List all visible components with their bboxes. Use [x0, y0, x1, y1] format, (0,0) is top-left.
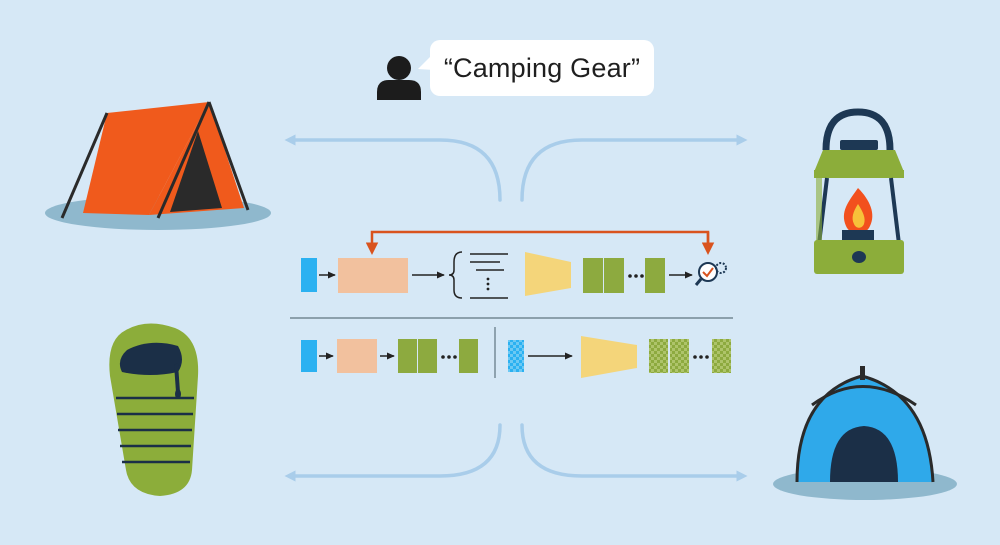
flow-arrows [284, 134, 748, 482]
pipeline-bottom-left [301, 339, 478, 373]
query-bubble: “Camping Gear” [430, 40, 654, 96]
orange-tent-icon [45, 101, 271, 230]
blue-dome-tent-icon [773, 366, 957, 500]
input-block [301, 258, 317, 292]
feedback-arrow [365, 230, 710, 255]
sleeping-bag-icon [109, 323, 199, 496]
decoder-block [525, 252, 571, 296]
pipeline-bottom-right [508, 336, 731, 378]
camping-lantern-icon [814, 108, 904, 274]
pipeline-top [301, 230, 727, 299]
person-icon [377, 56, 421, 100]
arrow-to-bottom-right [520, 423, 748, 482]
arrow-to-bottom-left [284, 423, 502, 482]
arrow-to-top-right [520, 134, 748, 202]
query-text: “Camping Gear” [443, 52, 641, 83]
magnifier-with-gear-icon [694, 262, 727, 286]
arrow-to-top-left [284, 134, 502, 202]
encoder-block [338, 258, 408, 293]
